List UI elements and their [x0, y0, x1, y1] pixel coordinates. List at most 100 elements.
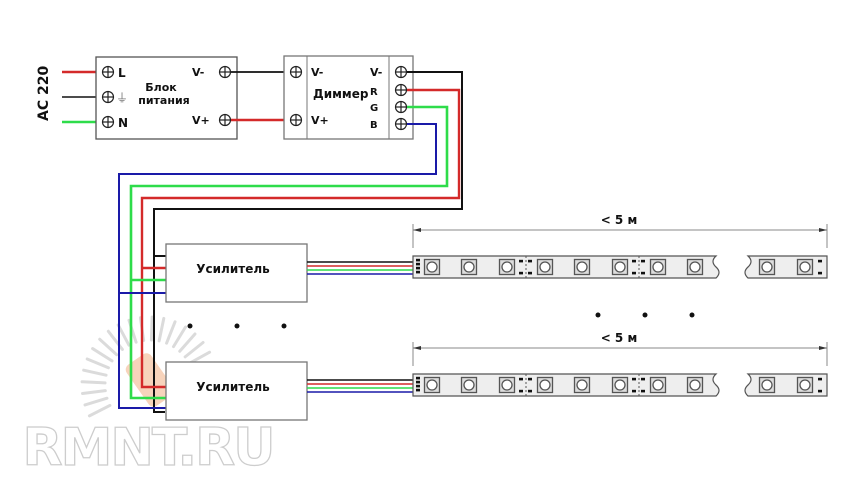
- dimension-1: < 5 м: [412, 213, 828, 248]
- psu-terminal-ground: ⏚: [116, 91, 128, 105]
- strip-input-pad: [416, 266, 420, 270]
- power-supply-block: L ⏚ N Блок питания V- V+: [95, 56, 238, 140]
- solder-pad: [641, 389, 645, 393]
- dimmer-title: Диммер: [313, 87, 369, 101]
- sunburst-ray: [178, 332, 197, 353]
- led-strip-2: [412, 373, 828, 397]
- solder-pad: [528, 271, 532, 275]
- solder-pad: [528, 389, 532, 393]
- dimmer-out-minus-icon: [394, 65, 408, 79]
- sunburst-ray: [81, 389, 107, 396]
- led-chip-icon: [498, 376, 516, 394]
- led-chip-icon: [796, 258, 814, 276]
- amplifier-2-label: Усилитель: [196, 380, 270, 394]
- led-chip-icon: [498, 258, 516, 276]
- strip-segment-end: [744, 255, 828, 279]
- ellipsis-strips: [595, 312, 695, 318]
- solder-pad: [632, 259, 636, 263]
- psu-out-plus: V+: [192, 114, 210, 127]
- sunburst-ray: [98, 337, 119, 357]
- dimmer-out-B: B: [370, 120, 378, 131]
- strip-input-pad: [416, 380, 420, 384]
- solder-pad: [641, 271, 645, 275]
- terminal-ground-icon: [101, 90, 115, 104]
- solder-pad: [818, 259, 822, 263]
- bus-wire-blue: [118, 123, 437, 409]
- sunburst-ray: [106, 329, 124, 351]
- led-chip-icon: [423, 258, 441, 276]
- solder-pad: [818, 389, 822, 393]
- solder-pad: [519, 259, 523, 263]
- solder-pad: [632, 389, 636, 393]
- ac-input-label: AC 220: [36, 66, 52, 121]
- psu-terminal-N: N: [118, 116, 128, 130]
- led-chip-icon: [573, 376, 591, 394]
- led-chip-icon: [460, 258, 478, 276]
- strip-segment-main: [412, 373, 720, 397]
- solder-pad: [519, 389, 523, 393]
- led-chip-icon: [611, 376, 629, 394]
- psu-out-minus: V-: [192, 66, 204, 79]
- amp1-output-wires: [307, 261, 413, 275]
- sunburst-ray: [80, 380, 107, 385]
- terminal-L-icon: [101, 65, 115, 79]
- solder-pad: [818, 377, 822, 381]
- led-chip-icon: [686, 258, 704, 276]
- strip-input-pad: [416, 376, 420, 380]
- psu-title-line1: Блок: [145, 81, 177, 94]
- sunburst-ray: [91, 347, 114, 363]
- sunburst-ray: [82, 368, 108, 377]
- led-chip-icon: [686, 376, 704, 394]
- led-chip-icon: [536, 376, 554, 394]
- terminal-v-minus-icon: [218, 65, 232, 79]
- strip-input-pad: [416, 384, 420, 388]
- led-chip-icon: [649, 376, 667, 394]
- led-chip-icon: [611, 258, 629, 276]
- ellipsis-amplifiers: [187, 323, 287, 329]
- strip-segment-main: [412, 255, 720, 279]
- dimmer-out-B-icon: [394, 117, 408, 131]
- sunburst-ray: [149, 315, 154, 342]
- led-chip-icon: [796, 376, 814, 394]
- dimmer-in-plus: V+: [311, 114, 329, 127]
- dimmer-in-minus: V-: [311, 66, 323, 79]
- amplifier-2: Усилитель: [165, 361, 308, 421]
- amplifier-1: Усилитель: [165, 243, 308, 303]
- dimension-2: < 5 м: [412, 331, 828, 366]
- solder-pad: [519, 377, 523, 381]
- solder-pad: [632, 271, 636, 275]
- terminal-N-icon: [101, 115, 115, 129]
- dimmer-block: V- V+ Диммер V- R G B: [283, 55, 414, 140]
- solder-pad: [641, 259, 645, 263]
- strip-input-pad: [416, 258, 420, 262]
- sunburst-ray: [85, 357, 110, 370]
- dimmer-in-minus-icon: [289, 65, 303, 79]
- strip-input-pad: [416, 388, 420, 392]
- led-chip-icon: [423, 376, 441, 394]
- led-chip-icon: [649, 258, 667, 276]
- led-chip-icon: [758, 376, 776, 394]
- led-strip-1: [412, 255, 828, 279]
- sunburst-ray: [87, 403, 112, 418]
- amplifier-1-label: Усилитель: [196, 262, 270, 276]
- dimmer-in-plus-icon: [289, 113, 303, 127]
- sunburst-ray: [165, 320, 177, 345]
- psu-terminal-L: L: [118, 66, 126, 80]
- solder-pad: [818, 271, 822, 275]
- amp2-output-wires: [307, 379, 413, 393]
- psu-title-line2: питания: [138, 94, 189, 107]
- solder-pad: [528, 377, 532, 381]
- strip-input-pad: [416, 262, 420, 266]
- dimmer-out-G-icon: [394, 100, 408, 114]
- watermark-roller-icon: [125, 353, 175, 407]
- led-chip-icon: [573, 258, 591, 276]
- solder-pad: [519, 271, 523, 275]
- sunburst-ray: [172, 325, 188, 349]
- dimmer-out-minus: V-: [370, 66, 382, 79]
- ac-input-wires: [62, 70, 96, 124]
- rgb-bus: [118, 71, 463, 413]
- strip-input-pad: [416, 270, 420, 274]
- strip-1-length: < 5 м: [601, 213, 638, 227]
- sunburst-ray: [157, 316, 166, 343]
